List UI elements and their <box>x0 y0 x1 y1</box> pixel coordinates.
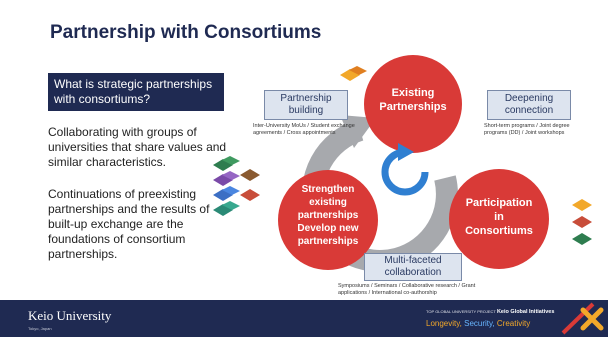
slide-title: Partnership with Consortiums <box>50 22 322 43</box>
strengthen-label-2: existing <box>309 197 347 208</box>
partnership-building-box: Partnership building <box>264 90 348 120</box>
foundation-text: Continuations of preexisting partnership… <box>48 187 210 261</box>
handshake-icon <box>213 156 260 216</box>
participation-circle <box>449 169 549 269</box>
strengthen-circle <box>278 170 378 270</box>
existing-label-2: Partnerships <box>379 101 446 113</box>
deepening-connection-note: Short-term programs / Joint degree progr… <box>484 123 570 136</box>
footer-tagline: Longevity, Security, Creativity <box>426 319 530 328</box>
university-location: Tokyo, Japan <box>28 326 52 331</box>
project-prefix: TOP GLOBAL UNIVERSITY PROJECT <box>426 309 496 314</box>
multi-faceted-note: Symposiums / Seminars / Collaborative re… <box>338 283 476 296</box>
participation-label-2: in <box>494 211 504 223</box>
existing-label-1: Existing <box>392 87 435 99</box>
university-name: Keio University <box>28 308 112 323</box>
strengthen-label-1: Strengthen <box>302 184 355 195</box>
existing-partnerships-circle <box>364 55 462 153</box>
multi-faceted-box: Multi-faceted collaboration <box>364 253 462 281</box>
partnership-cycle-diagram: Existing Partnerships Strengthen existin… <box>213 55 592 272</box>
handshake-icon <box>340 66 367 81</box>
deepening-connection-box: Deepening connection <box>487 90 571 120</box>
partnership-building-note: Inter-University MoUs / Student exchange… <box>253 123 355 136</box>
project-label: TOP GLOBAL UNIVERSITY PROJECT Keio Globa… <box>426 309 554 315</box>
question-box: What is strategic partnerships with cons… <box>48 73 224 111</box>
participation-label-3: Consortiums <box>465 225 533 237</box>
keio-x-logo-icon <box>553 300 608 337</box>
definition-text: Collaborating with groups of universitie… <box>48 125 227 169</box>
tag-creativity: Creativity <box>496 319 531 328</box>
tag-security: Security, <box>464 319 495 328</box>
participation-label-1: Participation <box>466 197 533 209</box>
footer-bar: Keio University Tokyo, Japan TOP GLOBAL … <box>0 300 608 337</box>
project-name: Keio Global Initiatives <box>496 309 555 315</box>
strengthen-label-5: partnerships <box>298 236 359 247</box>
tag-longevity: Longevity, <box>426 319 462 328</box>
handshake-icon <box>572 199 592 245</box>
strengthen-label-3: partnerships <box>298 210 359 221</box>
strengthen-label-4: Develop new <box>297 223 358 234</box>
refresh-icon <box>381 143 429 196</box>
